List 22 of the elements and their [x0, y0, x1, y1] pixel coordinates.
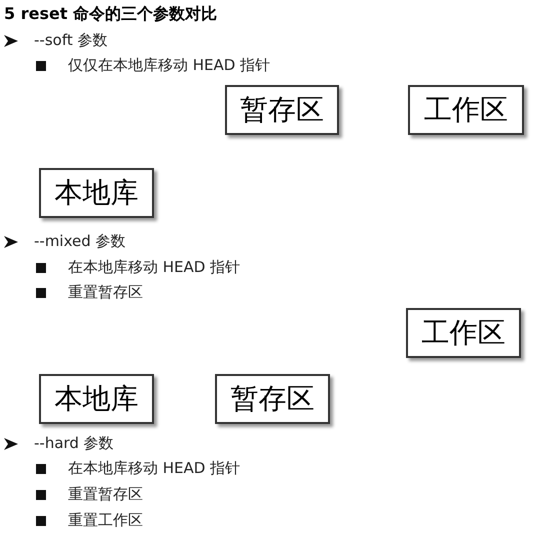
bullet-text: --hard 参数	[34, 434, 114, 453]
box-label: 本地库	[54, 175, 138, 211]
bullet-text: 仅仅在本地库移动 HEAD 指针	[68, 56, 270, 75]
bullet-text: 在本地库移动 HEAD 指针	[68, 459, 240, 478]
box-label: 暂存区	[230, 381, 314, 417]
storage-box	[225, 85, 339, 135]
storage-box	[39, 374, 154, 424]
storage-box	[215, 374, 330, 424]
box-label: 工作区	[422, 315, 506, 351]
bullet-text: --mixed 参数	[34, 232, 126, 251]
bullet-text: 重置工作区	[68, 511, 143, 530]
bullet-text: --soft 参数	[34, 31, 108, 50]
heading: 5 reset 命令的三个参数对比	[4, 4, 218, 25]
storage-box	[408, 85, 524, 135]
storage-box	[39, 168, 154, 218]
box-label: 工作区	[424, 92, 508, 128]
bullet-text: 重置暂存区	[68, 485, 143, 504]
box-label: 暂存区	[240, 92, 324, 128]
box-label: 本地库	[54, 381, 138, 417]
bullet-text: 重置暂存区	[68, 283, 143, 302]
storage-box	[406, 308, 521, 358]
bullet-text: 在本地库移动 HEAD 指针	[68, 258, 240, 277]
